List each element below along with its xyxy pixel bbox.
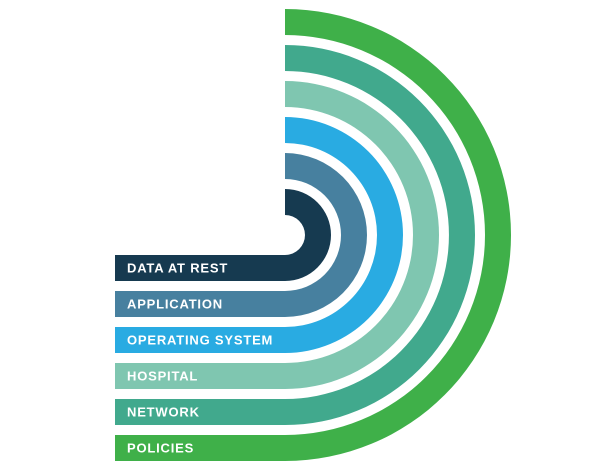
layer-label-data-at-rest: DATA AT REST xyxy=(127,261,228,276)
ring-application xyxy=(115,153,367,317)
layer-label-policies: POLICIES xyxy=(127,441,194,456)
layer-label-application: APPLICATION xyxy=(127,297,223,312)
layer-label-hospital: HOSPITAL xyxy=(127,369,198,384)
diagram-layers: DATA AT REST APPLICATION OPERATING SYSTEM H… xyxy=(115,9,511,461)
ring-data-at-rest xyxy=(115,189,331,281)
layer-label-operating-system: OPERATING SYSTEM xyxy=(127,333,273,348)
layer-label-network: NETWORK xyxy=(127,405,200,420)
ring-operating-system xyxy=(115,117,403,353)
